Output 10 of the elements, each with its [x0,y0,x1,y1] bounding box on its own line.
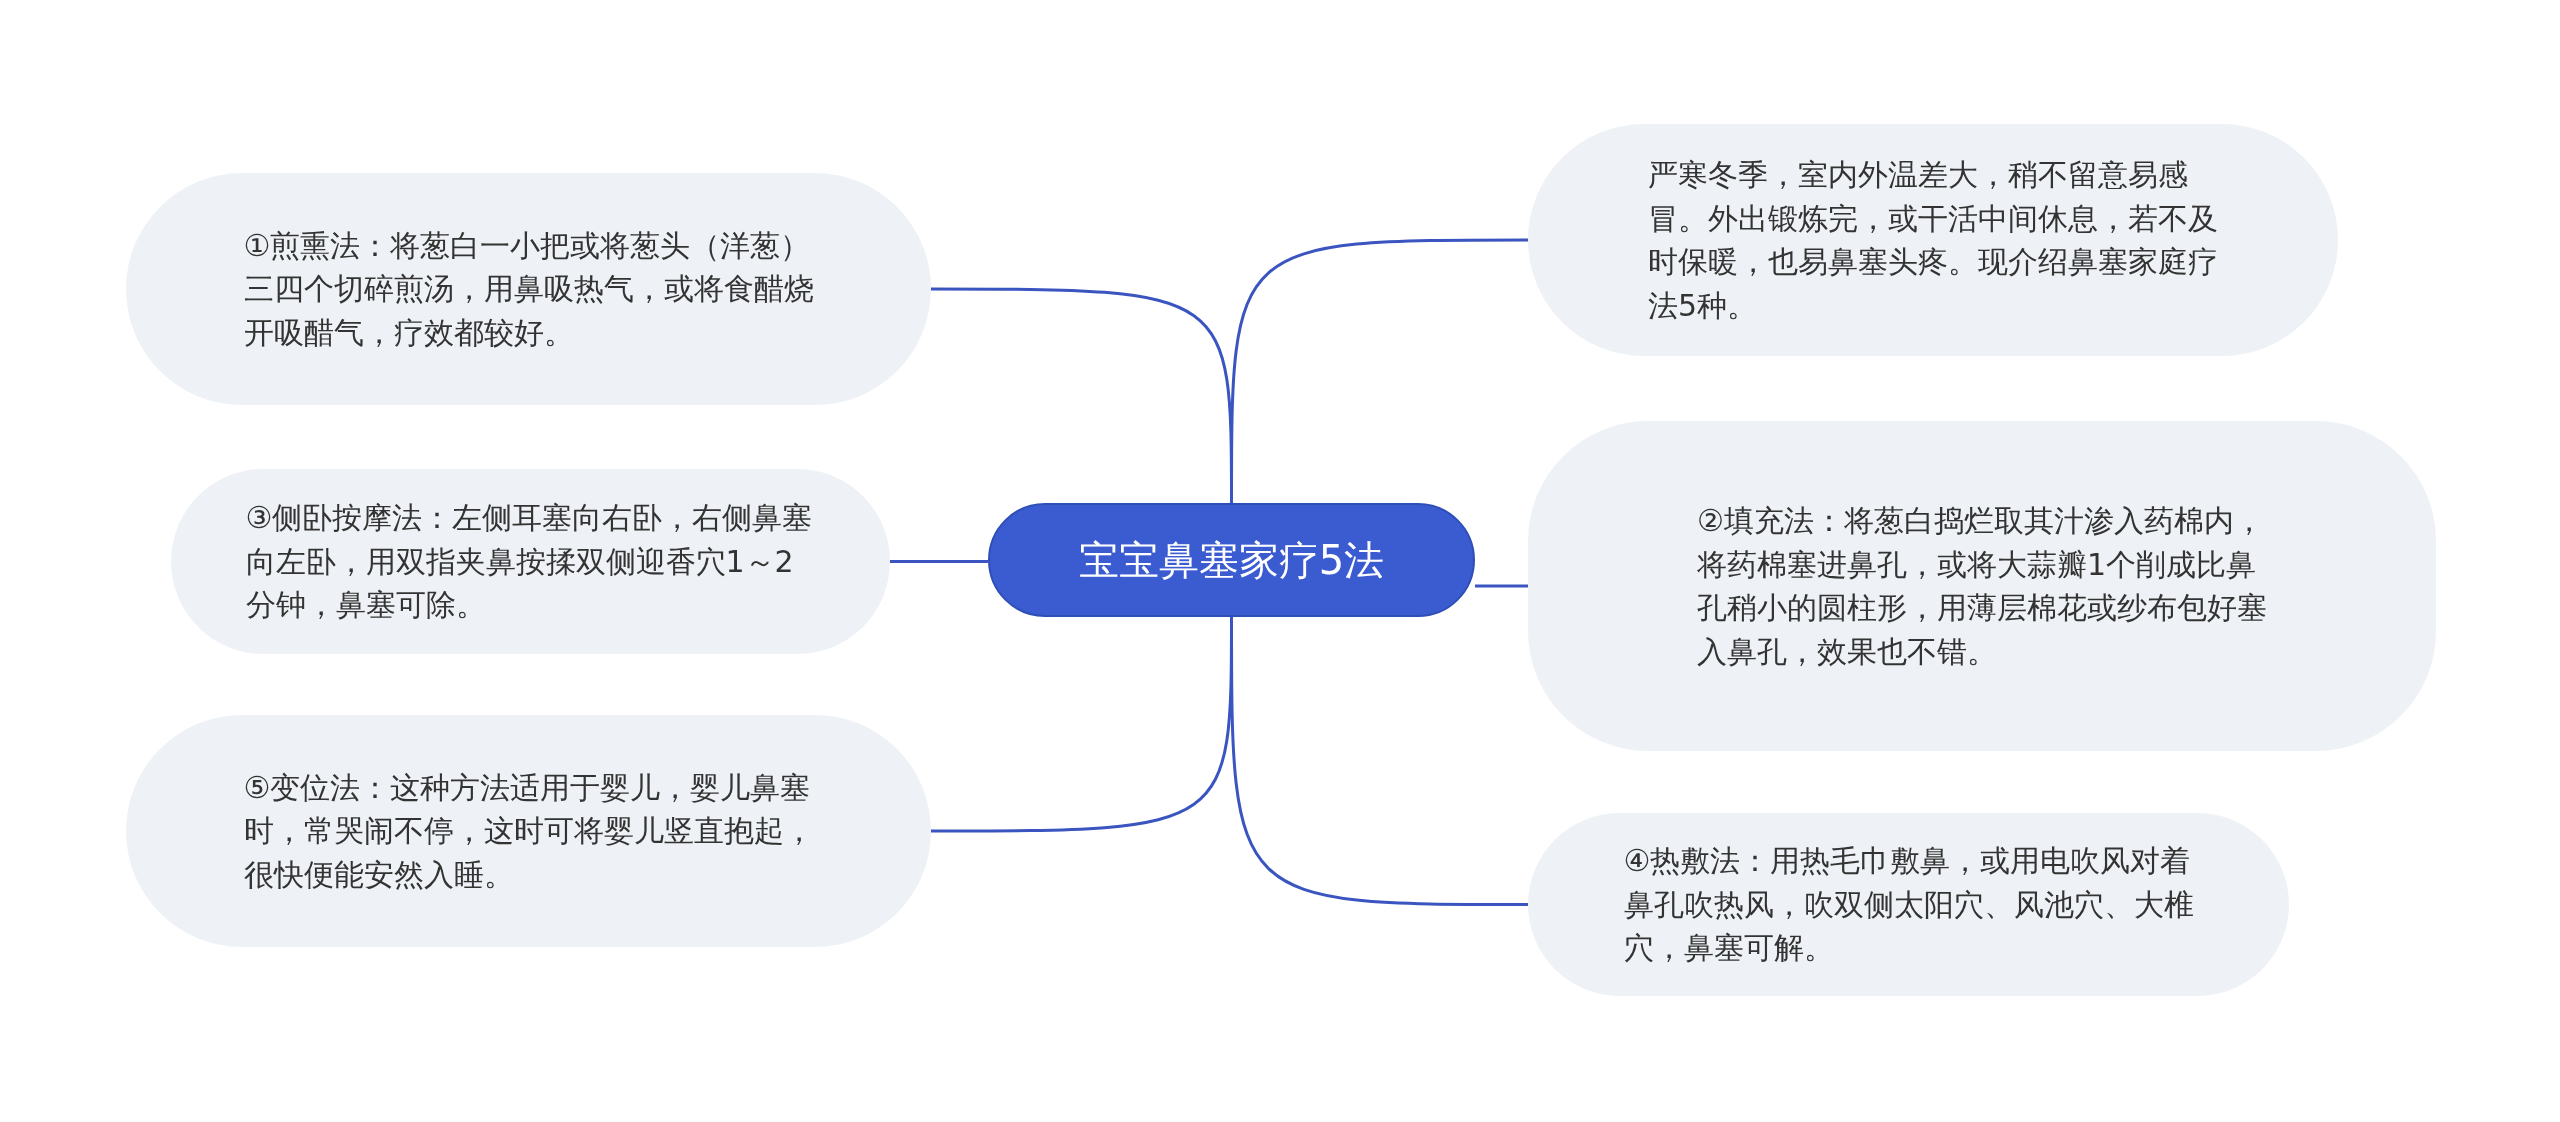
topic-title: 宝宝鼻塞家疗5法 [1078,536,1385,585]
topic-text: ④热敷法：用热毛巾敷鼻，或用电吹风对着鼻孔吹热风，吹双侧太阳穴、风池穴、大椎穴，鼻塞可解。 [1623,842,2194,968]
topic-text: ②填充法：将葱白捣烂取其汁渗入药棉内，将药棉塞进鼻孔，或将大蒜瓣1个削成比鼻孔稍小的圆柱形，用薄层棉花或纱布包好塞入鼻孔，效果也不错。 [1697,502,2267,671]
connector-line [890,560,988,563]
topic-text: 严寒冬季，室内外温差大，稍不留意易感冒。外出锻炼完，或干活中间休息，若不及时保暖，也易鼻塞头疼。现介绍鼻塞家庭疗法5种。 [1648,156,2218,325]
topic-text: ⑤变位法：这种方法适用于婴儿，婴儿鼻塞时，常哭闹不停，这时可将婴儿竖直抱起，很快便能安然入睡。 [243,768,814,894]
connector-line [1230,238,1528,503]
connector-line [1475,584,1528,588]
topic-text: ①煎熏法：将葱白一小把或将葱头（洋葱）三四个切碎煎汤，用鼻吸热气，或将食醋烧开吸醋气，疗效都较好。 [243,226,814,352]
topic-text: ③侧卧按摩法：左侧耳塞向右卧，右侧鼻塞向左卧，用双指夹鼻按揉双侧迎香穴1～2分钟，鼻塞可除。 [245,499,814,625]
